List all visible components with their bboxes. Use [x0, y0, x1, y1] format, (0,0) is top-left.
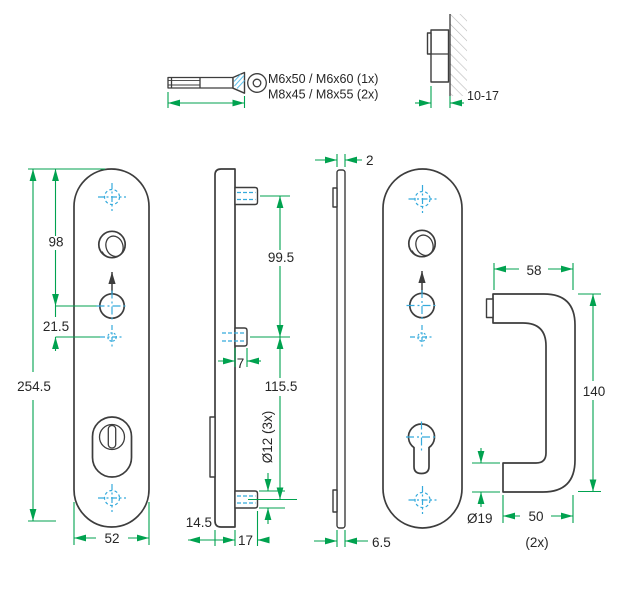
inner-plate-front-view — [382, 168, 463, 529]
screw-shaft-detail — [170, 77, 201, 88]
euro-cylinder-cutout — [406, 421, 437, 475]
screw-end-view — [247, 73, 267, 93]
lever-hole — [406, 290, 438, 321]
screw-socket-icon — [252, 78, 262, 88]
boss-mid-thread — [222, 332, 246, 342]
boss-length-label: 17 — [238, 533, 253, 548]
ext-boss-dia — [259, 490, 285, 509]
center-mark-bottom-icon — [408, 486, 437, 514]
profile-boss-mid — [234, 327, 248, 347]
lever-hole — [96, 290, 128, 322]
inner-plate-profile-view: 2 6.5 — [314, 153, 391, 550]
pull-handle-view: 58 140 Ø19 50 (2x) — [467, 263, 605, 550]
handle-bottom-width-label: 50 — [528, 509, 543, 524]
inner-plate-tab-top — [332, 187, 338, 208]
plate-width-label: 52 — [104, 531, 119, 546]
ext-offset — [336, 530, 346, 547]
center-mark-top-icon — [408, 185, 437, 213]
grip-extension-lines — [430, 86, 451, 108]
center-mark-bottom-icon — [98, 484, 126, 512]
profile-boss-bottom — [234, 490, 259, 509]
screw-note-line2: M8x45 / M8x55 (2x) — [268, 88, 378, 102]
handle-top-width-label: 58 — [526, 263, 541, 278]
boss-bottom-thread — [237, 495, 256, 504]
edge-offset-label: 6.5 — [372, 535, 391, 550]
mid-boss-protrusion-label: 7 — [237, 356, 245, 371]
profile-cylinder-tab — [209, 416, 216, 478]
screw-thread-lines — [168, 80, 200, 86]
inner-plate-tab-bottom — [332, 489, 338, 513]
fitting-profile — [430, 29, 450, 83]
inner-plate-front-body — [382, 168, 463, 529]
handle-mounting-stub — [485, 298, 494, 319]
total-height-label: 254.5 — [17, 379, 51, 394]
screw-head-hatch — [233, 74, 245, 89]
door-section-view: 10-17 — [415, 14, 499, 108]
tube-diameter-label: Ø19 — [467, 511, 493, 526]
outer-plate-front-view: 254.5 98 21.5 — [17, 168, 150, 546]
cross-mark-icon — [410, 325, 434, 349]
top-hole-offset-label: 98 — [48, 235, 63, 250]
ext-thickness — [336, 154, 346, 167]
screw-view: M6x50 / M6x60 (1x) M8x45 / M8x55 (2x) — [167, 71, 378, 108]
ext-dia19 — [472, 462, 500, 493]
center-mark-top-icon — [98, 183, 126, 211]
profile-plate-body — [214, 168, 236, 528]
lower-boss-spacing-label: 115.5 — [265, 379, 298, 394]
grip-range-label: 10-17 — [467, 89, 499, 103]
handle-height-label: 140 — [583, 384, 606, 399]
boss-diameter-label: Ø12 (3x) — [260, 411, 275, 464]
plate-profile-view: 99.5 115.5 7 Ø12 (3x) 14.5 17 — [186, 168, 298, 548]
inner-plate-body — [336, 169, 346, 529]
fitting-profile-tab — [426, 32, 432, 55]
profile-boss-top — [234, 186, 259, 206]
door-hatch — [450, 14, 467, 96]
ext-140 — [578, 293, 601, 493]
cross-mark-icon — [100, 325, 124, 349]
screw-extension-lines — [167, 92, 246, 108]
upper-boss-spacing-label: 99.5 — [268, 250, 294, 265]
thumbturn-collar — [407, 229, 437, 258]
handle-quantity-label: (2x) — [525, 535, 548, 550]
inner-plate-thickness-label: 2 — [366, 153, 374, 168]
thumbturn-collar — [97, 230, 127, 259]
screw-note-line1: M6x50 / M6x60 (1x) — [268, 72, 378, 86]
cylinder-guard — [91, 416, 133, 478]
plate-thickness-label: 14.5 — [186, 515, 212, 530]
handle-body — [492, 293, 576, 493]
hole-spacing-label: 21.5 — [43, 319, 69, 334]
boss-top-thread — [237, 191, 256, 201]
